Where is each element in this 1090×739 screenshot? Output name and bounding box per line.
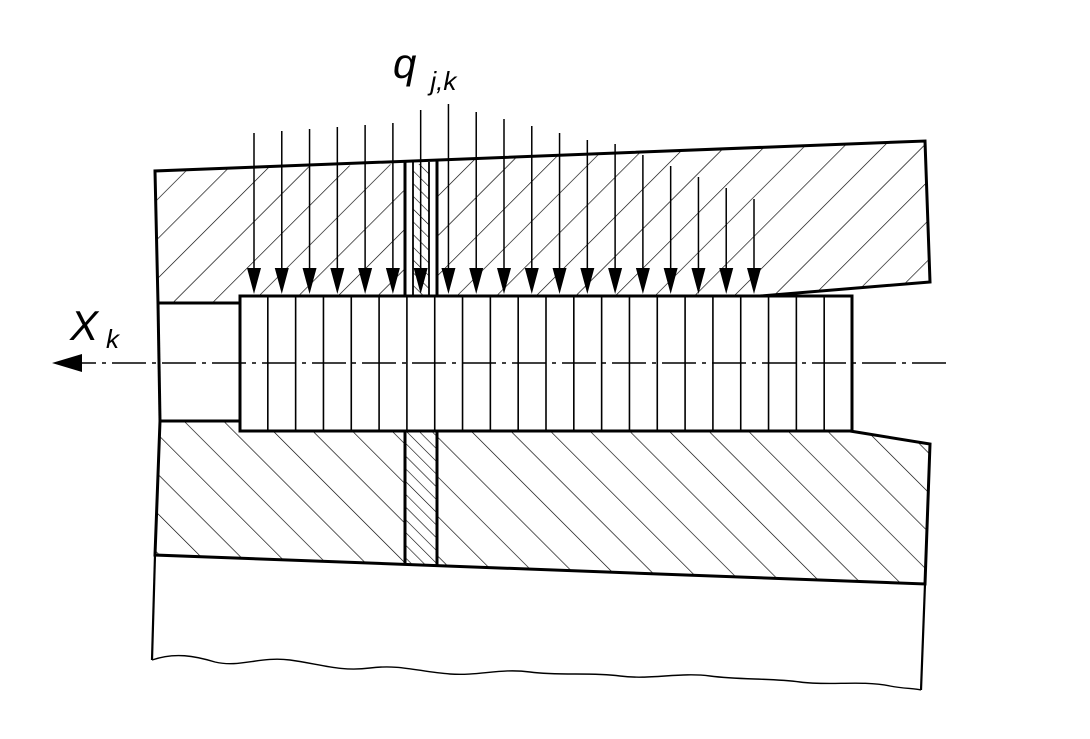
bore-left-edge: [156, 302, 162, 422]
arrowhead-icon: [274, 268, 289, 294]
arrowhead-icon: [524, 268, 539, 294]
arrowhead-icon: [247, 268, 261, 294]
arrowhead-icon: [663, 268, 678, 294]
load-arrow: [524, 126, 539, 294]
load-arrow: [358, 125, 373, 294]
load-arrow: [274, 131, 289, 294]
arrowhead-icon: [385, 268, 400, 294]
arrowhead-icon: [580, 268, 595, 294]
load-arrow: [635, 155, 650, 294]
load-arrow: [580, 140, 595, 294]
arrowhead-icon: [330, 268, 345, 294]
load-arrow: [469, 112, 484, 294]
load-arrow: [608, 144, 623, 294]
load-arrow: [663, 166, 678, 294]
load-arrow: [413, 110, 428, 294]
load-arrow: [247, 133, 261, 294]
upper-housing-right-hatch: [437, 141, 930, 296]
break-line: [151, 654, 922, 691]
upper-housing-outline: [153, 139, 932, 304]
load-arrow: [552, 133, 567, 294]
arrowhead-icon: [608, 268, 623, 294]
upper-housing: [153, 139, 932, 305]
load-arrow: [497, 119, 511, 294]
arrowhead-icon: [552, 268, 567, 294]
arrowhead-icon: [691, 268, 706, 294]
arrowhead-icon: [302, 268, 317, 294]
arrowhead-icon: [441, 268, 456, 294]
load-arrow: [719, 188, 734, 294]
load-arrow: [691, 177, 706, 294]
arrowhead-icon: [469, 268, 484, 294]
arrowhead-icon: [747, 268, 761, 294]
arrowhead-icon: [413, 268, 428, 294]
arrowhead-icon: [635, 268, 650, 294]
load-arrow: [441, 104, 456, 294]
axis-arrow-icon: [52, 354, 82, 372]
lower-housing-left-hatch: [155, 421, 405, 564]
tube-extension: [150, 554, 927, 691]
load-arrow: [385, 123, 400, 294]
arrowhead-icon: [719, 268, 734, 294]
load-arrow: [302, 129, 317, 294]
load-arrow: [330, 127, 345, 294]
load-arrows: [247, 104, 761, 294]
axis: [52, 354, 948, 372]
load-arrow: [747, 199, 761, 294]
arrowhead-icon: [358, 268, 373, 294]
lower-housing: [153, 419, 932, 586]
arrowhead-icon: [497, 268, 511, 294]
lower-housing-right-hatch: [437, 431, 930, 584]
